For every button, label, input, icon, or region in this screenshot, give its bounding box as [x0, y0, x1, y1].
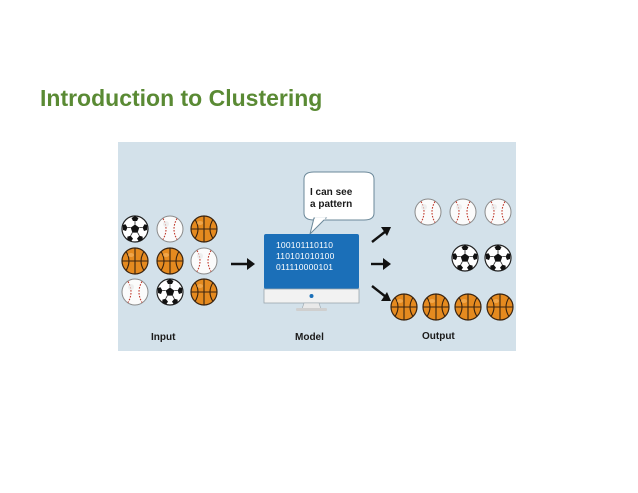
diagram-canvas [121, 171, 514, 321]
speech-bubble [303, 171, 375, 236]
basketball-icon [390, 293, 418, 321]
slide-title: Introduction to Clustering [40, 85, 323, 111]
speech-bubble-line: a pattern [310, 199, 353, 210]
baseball-icon [121, 278, 149, 306]
output-label: Output [422, 331, 455, 342]
arrow-right-icon [231, 258, 255, 270]
input-ball-grid [121, 215, 218, 306]
output-group-soccer [451, 244, 512, 272]
baseball-icon [156, 215, 184, 243]
baseball-icon [484, 198, 512, 226]
basketball-icon [422, 293, 450, 321]
basketball-icon [156, 247, 184, 275]
basketball-icon [190, 215, 218, 243]
computer-monitor-icon [263, 234, 360, 311]
baseball-icon [449, 198, 477, 226]
binary-line: 100101110110 [276, 240, 334, 250]
monitor-screen-text: 100101110110 110101010100 011110000101 [276, 240, 352, 273]
soccer-ball-icon [121, 215, 149, 243]
binary-line: 011110000101 [276, 262, 334, 272]
soccer-ball-icon [156, 278, 184, 306]
basketball-icon [121, 247, 149, 275]
model-label: Model [295, 332, 324, 343]
baseball-icon [190, 247, 218, 275]
basketball-icon [190, 278, 218, 306]
output-group-basketball [390, 293, 514, 321]
output-group-baseball [414, 198, 512, 226]
speech-bubble-line: I can see [310, 187, 353, 198]
speech-bubble-text: I can see a pattern [310, 187, 374, 211]
input-label: Input [151, 332, 176, 343]
arrow-right-icon [371, 258, 391, 270]
arrow-up-right-icon [371, 227, 391, 243]
basketball-icon [454, 293, 482, 321]
baseball-icon [414, 198, 442, 226]
soccer-ball-icon [451, 244, 479, 272]
soccer-ball-icon [484, 244, 512, 272]
basketball-icon [486, 293, 514, 321]
clustering-diagram: I can see a pattern 100101110110 1101010… [118, 142, 516, 351]
binary-line: 110101010100 [276, 251, 335, 261]
arrow-down-right-icon [371, 285, 391, 301]
